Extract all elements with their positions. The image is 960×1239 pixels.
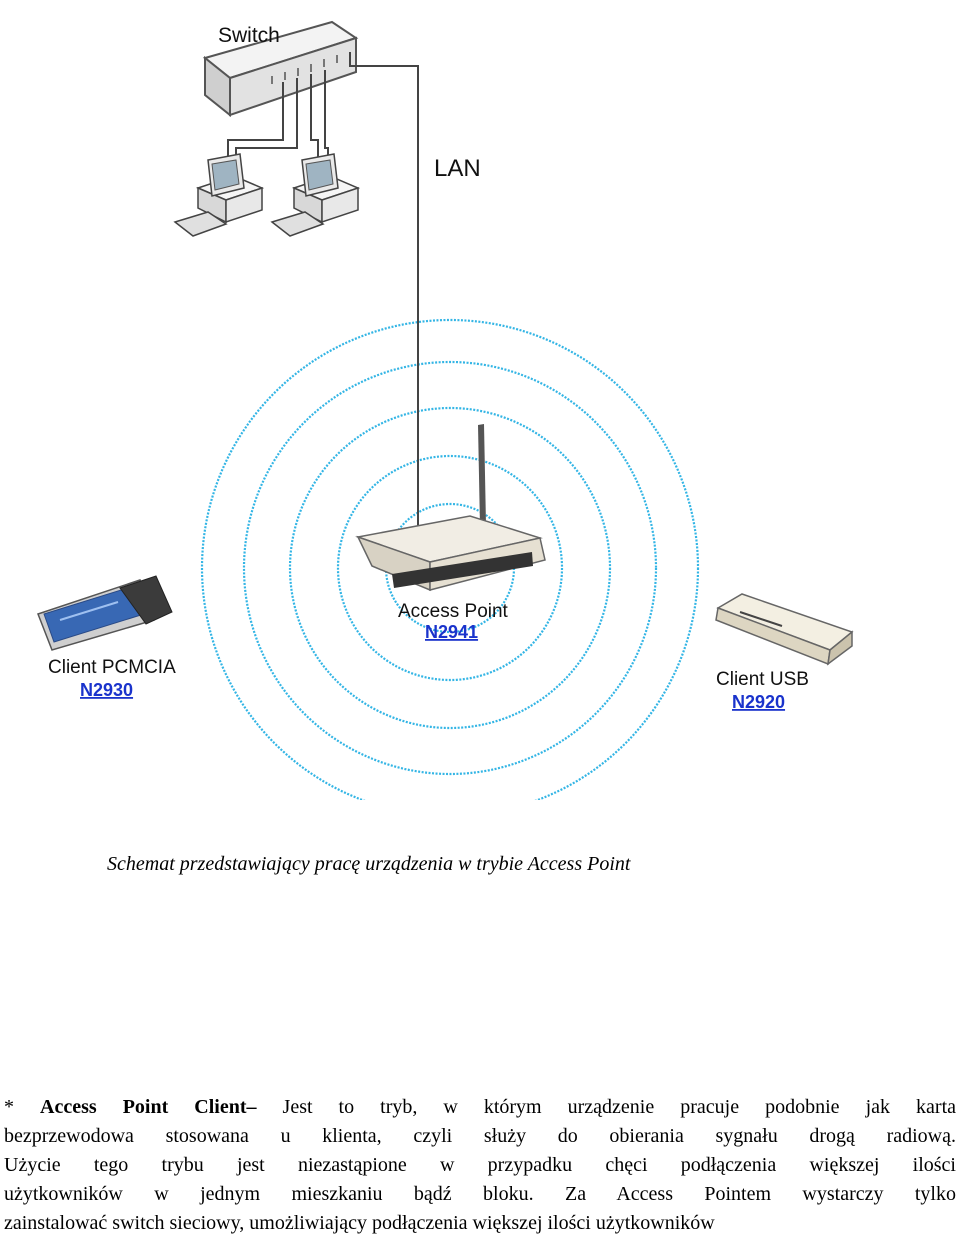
client-usb-model: N2920 <box>732 692 785 712</box>
access-point-icon <box>355 424 546 592</box>
paragraph: * Access Point Client– Jest to tryb, w k… <box>4 1093 956 1238</box>
network-diagram: Switch LAN Access Point N2941 <box>37 20 854 800</box>
paragraph-line: * Access Point Client– Jest to tryb, w k… <box>4 1093 956 1122</box>
wave-ring <box>336 454 564 682</box>
lan-label: LAN <box>434 155 481 182</box>
wave-ring <box>242 360 658 776</box>
client-usb-title: Client USB <box>716 669 809 690</box>
client-pcmcia-model: N2930 <box>80 680 133 700</box>
computer-icon <box>270 153 361 237</box>
paragraph-line: Użycie tego trybu jest niezastąpione w p… <box>4 1154 956 1176</box>
figure-caption: Schemat przedstawiający pracę urządzenia… <box>107 853 631 875</box>
access-point-title: Access Point <box>398 601 509 622</box>
computer-icon <box>173 153 265 237</box>
wave-ring <box>288 406 612 730</box>
paragraph-line: zainstalować switch sieciowy, umożliwiaj… <box>4 1212 715 1234</box>
client-pcmcia-title: Client PCMCIA <box>48 657 176 678</box>
wireless-waves <box>200 318 700 800</box>
term-heading: Access Point Client– <box>40 1096 257 1118</box>
paragraph-line: użytkowników w jednym mieszkaniu bądź bl… <box>4 1183 956 1205</box>
usb-adapter-icon <box>715 593 854 666</box>
cables <box>227 52 419 535</box>
pcmcia-card-icon <box>37 575 173 651</box>
switch-icon <box>202 20 359 118</box>
access-point-model: N2941 <box>425 622 478 642</box>
paragraph-text: Jest to tryb, w którym urządzenie pracuj… <box>282 1096 957 1118</box>
wave-ring <box>200 318 700 800</box>
switch-label: Switch <box>218 24 280 47</box>
paragraph-line: bezprzewodowa stosowana u klienta, czyli… <box>4 1125 956 1147</box>
bullet: * <box>4 1096 14 1118</box>
